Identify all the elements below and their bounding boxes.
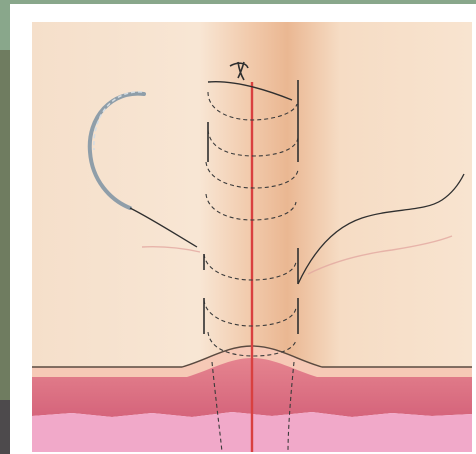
diagram-canvas [32, 22, 472, 452]
image-frame [10, 4, 476, 454]
suture-diagram [32, 22, 472, 452]
